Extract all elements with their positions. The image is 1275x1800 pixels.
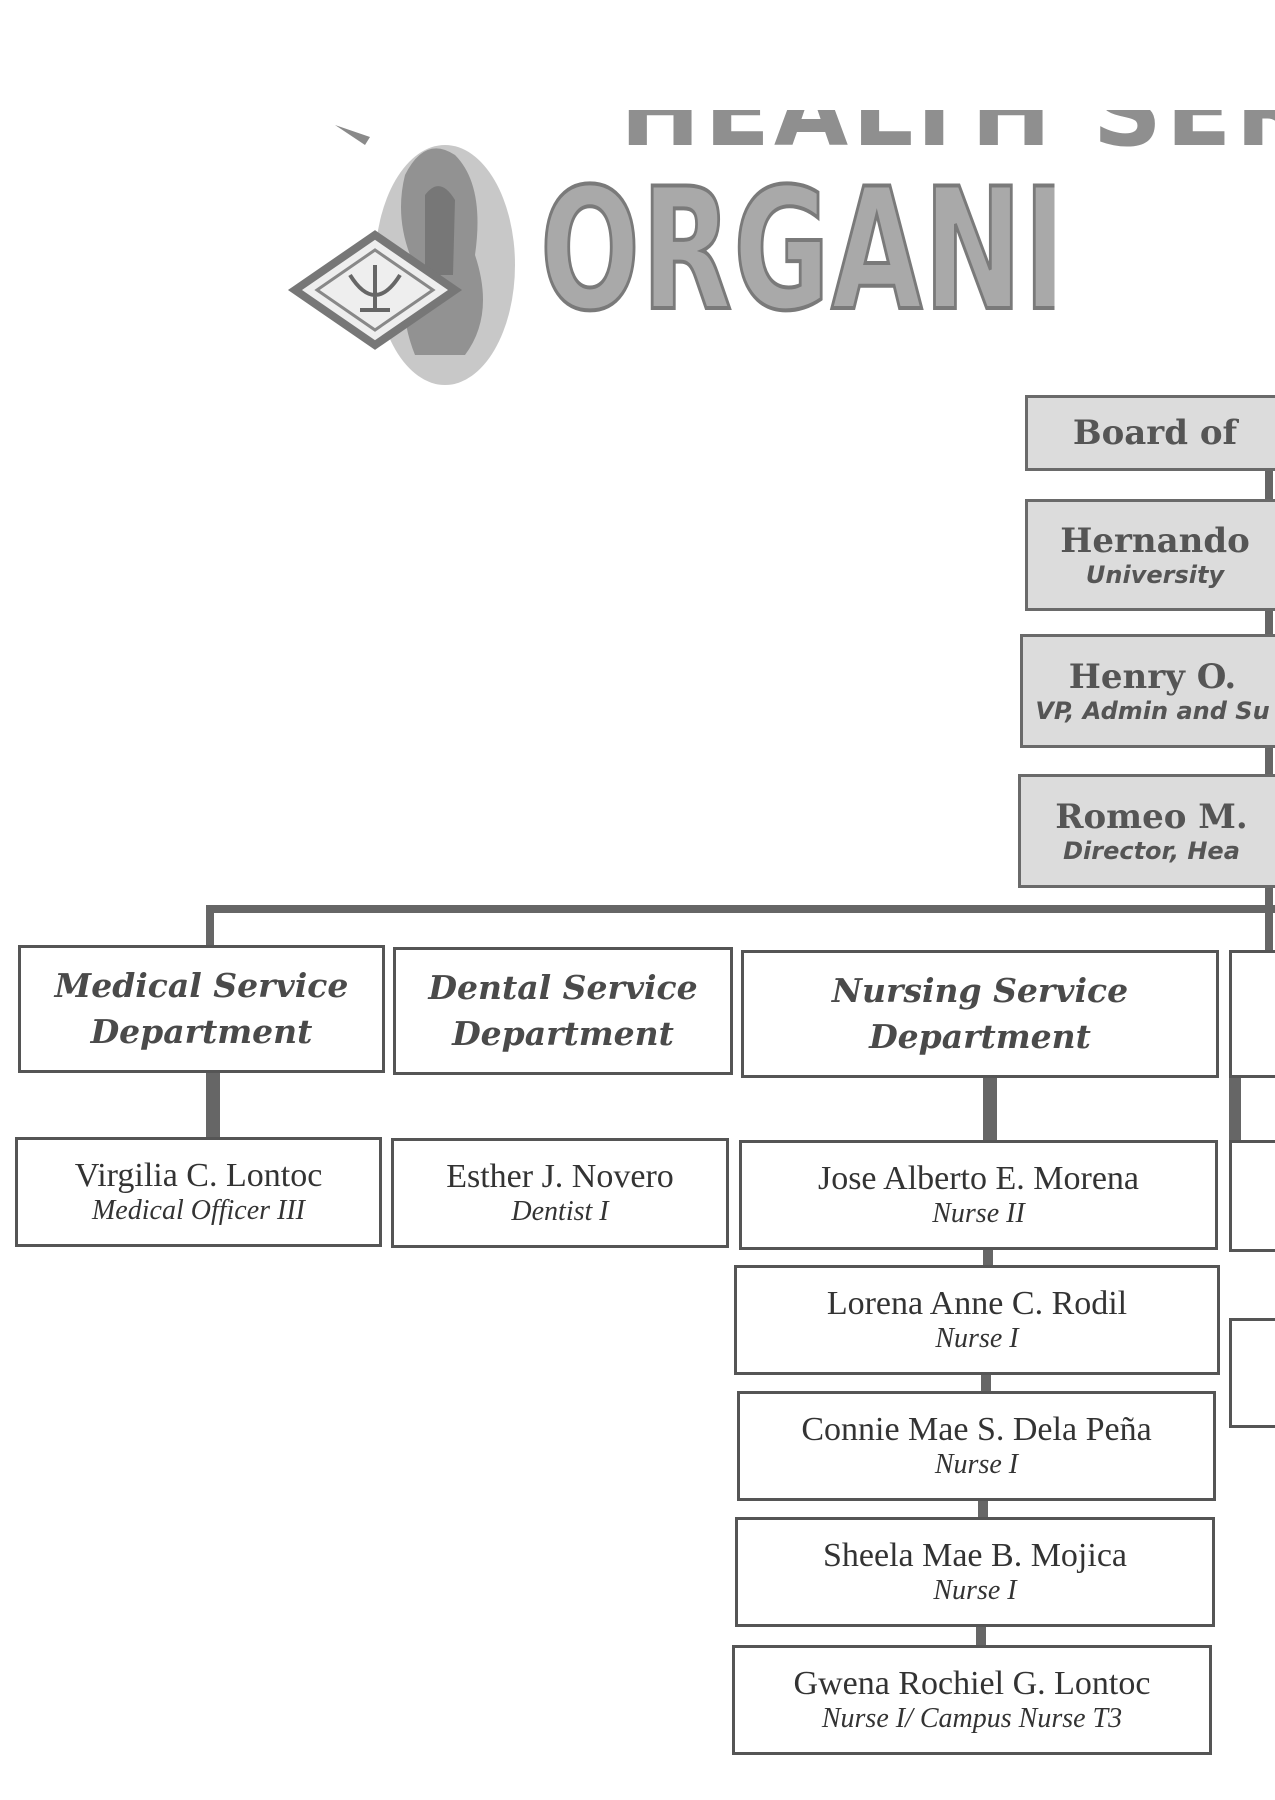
staff-name: Lorena Anne C. Rodil: [826, 1285, 1128, 1322]
department-label: Medical Service Department: [54, 966, 349, 1051]
vp-name: Henry O.: [1068, 657, 1237, 697]
board-label: Board of: [1072, 413, 1238, 453]
connector-line: [1265, 611, 1273, 634]
connector-line: [976, 1627, 986, 1645]
staff-card: Lorena Anne C. Rodil Nurse I: [734, 1265, 1220, 1375]
staff-name: Connie Mae S. Dela Peña: [801, 1411, 1152, 1448]
president-position: University: [1085, 561, 1225, 589]
staff-card: Sheela Mae B. Mojica Nurse I: [735, 1517, 1215, 1627]
department-label: Nursing Service Department: [831, 971, 1129, 1056]
board-box: Board of: [1025, 395, 1275, 471]
vp-position: VP, Admin and Su: [1035, 697, 1270, 725]
department-label: Dental Service Department: [428, 968, 698, 1053]
banner-title: ORGANIZATIO: [540, 150, 1055, 350]
staff-card: Virgilia C. Lontoc Medical Officer III: [15, 1137, 382, 1247]
connector-line: [983, 1250, 993, 1265]
staff-position: Nurse I: [935, 1323, 1019, 1354]
staff-card-partial: [1229, 1140, 1275, 1252]
connector-line: [1265, 471, 1273, 499]
staff-name: Jose Alberto E. Morena: [817, 1160, 1140, 1197]
connector-line: [1265, 748, 1273, 774]
staff-position: Medical Officer III: [91, 1195, 306, 1226]
connector-line: [1265, 888, 1273, 958]
staff-position: Nurse II: [932, 1198, 1025, 1229]
connector-line: [981, 1375, 991, 1391]
president-box: Hernando University: [1025, 499, 1275, 611]
director-name: Romeo M.: [1055, 797, 1248, 837]
connector-line: [1229, 1078, 1241, 1140]
president-name: Hernando: [1060, 521, 1250, 561]
staff-card: Gwena Rochiel G. Lontoc Nurse I/ Campus …: [732, 1645, 1212, 1755]
staff-name: Virgilia C. Lontoc: [74, 1157, 323, 1194]
staff-name: Esther J. Novero: [446, 1158, 674, 1195]
staff-card: Connie Mae S. Dela Peña Nurse I: [737, 1391, 1216, 1501]
director-box: Romeo M. Director, Hea: [1018, 774, 1275, 888]
staff-name: Sheela Mae B. Mojica: [822, 1537, 1128, 1574]
department-nursing: Nursing Service Department: [741, 950, 1219, 1078]
director-position: Director, Hea: [1063, 837, 1240, 865]
banner-top-text: HEALTH SER: [620, 110, 1275, 156]
department-medical: Medical Service Department: [18, 945, 385, 1073]
connector-line: [978, 1501, 988, 1517]
staff-card: Jose Alberto E. Morena Nurse II: [739, 1140, 1218, 1250]
staff-card-partial: [1229, 1318, 1275, 1428]
staff-name: Gwena Rochiel G. Lontoc: [793, 1665, 1151, 1702]
university-logo-icon: [287, 125, 515, 385]
vp-box: Henry O. VP, Admin and Su: [1020, 634, 1275, 748]
department-partial: [1229, 950, 1275, 1078]
staff-position: Dentist I: [511, 1196, 609, 1227]
connector-line: [206, 905, 214, 945]
staff-position: Nurse I: [933, 1575, 1017, 1606]
staff-card: Esther J. Novero Dentist I: [391, 1138, 729, 1248]
connector-line: [206, 1073, 220, 1137]
department-bus-line: [206, 905, 1275, 913]
department-dental: Dental Service Department: [393, 947, 733, 1075]
staff-position: Nurse I/ Campus Nurse T3: [821, 1703, 1123, 1734]
staff-position: Nurse I: [934, 1449, 1019, 1480]
connector-line: [983, 1078, 997, 1140]
